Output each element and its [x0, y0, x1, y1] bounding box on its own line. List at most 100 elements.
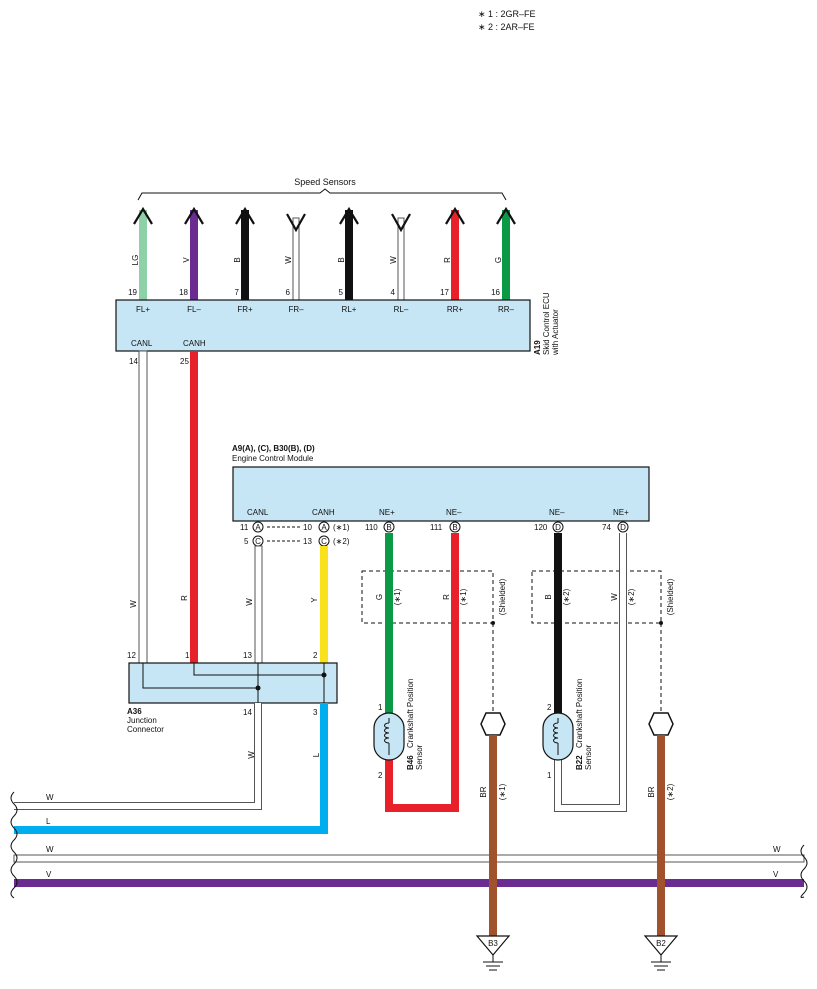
ecm-pin-120: 120 — [534, 523, 548, 532]
junction-connector-box — [128, 662, 338, 704]
ecm-pin-111: 111 — [430, 523, 443, 532]
speed-wire-color-label: B — [233, 257, 242, 262]
skid-control-ecu-box — [115, 299, 531, 352]
skid-ecu-canl-pin: 14 — [129, 357, 138, 366]
wire-label-b-note: (∗2) — [562, 588, 571, 605]
junction-pin-1: 1 — [185, 651, 190, 660]
ground-b2-triangle — [643, 935, 679, 956]
ecm-conn-b-ne1m — [449, 521, 461, 533]
speed-pin-terminal: FR+ — [237, 305, 253, 314]
speed-pin-number: 7 — [235, 288, 240, 297]
ground-b3-label: B3 — [488, 939, 498, 948]
speed-pin-number: 18 — [179, 288, 188, 297]
ecm-term-canh: CANH — [312, 508, 335, 517]
b46-coil-icon — [384, 718, 390, 755]
ecm-name: Engine Control Module — [232, 454, 314, 463]
ecm-conn-c-canh-letter: C — [321, 537, 327, 546]
ground-b2-label: B2 — [656, 939, 666, 948]
ecm-note-2: (∗2) — [333, 537, 350, 546]
speed-pin-terminal: RL+ — [342, 305, 357, 314]
ecm-term-ne2-minus: NE– — [549, 508, 565, 517]
junction-id: A36 — [127, 707, 142, 716]
can-wire-r-skid — [190, 351, 198, 665]
note-2gr-fe: ∗ 1 : 2GR–FE — [478, 9, 536, 19]
wire-label-br2-note: (∗2) — [666, 783, 675, 800]
bus-label-w-mid-right: W — [773, 845, 781, 854]
speed-sensor-wire-rr-plus — [445, 206, 465, 300]
speed-pin-terminal: RR– — [498, 305, 515, 314]
can-wire-w-ecm — [254, 545, 263, 665]
speed-sensor-wires — [133, 206, 516, 301]
skid-ecu-label-group: A19 Skid Control ECU with Actuator — [533, 292, 560, 356]
junction-pin-13: 13 — [243, 651, 252, 660]
ecm-term-canl: CANL — [247, 508, 269, 517]
ground-wire-br-1 — [489, 735, 497, 936]
ground-wire-br-2 — [657, 735, 665, 936]
wire-label-br2: BR — [647, 786, 656, 797]
right-break-mark — [800, 844, 808, 898]
ground-b3-triangle — [475, 935, 511, 956]
junction-pin-14: 14 — [243, 708, 252, 717]
ecm-pin-13: 13 — [303, 537, 312, 546]
ecm-note-1: (∗1) — [333, 523, 350, 532]
speed-pin-terminal: RL– — [394, 305, 409, 314]
wire-label-r1: R — [180, 595, 189, 601]
junction-canh-bus — [193, 663, 325, 676]
b22-pin-top: 2 — [547, 703, 552, 712]
ecm-conn-d-ne2m — [552, 521, 564, 533]
speed-wire-color-label: V — [182, 257, 191, 263]
ecm-conn-d-ne2p-letter: D — [620, 523, 626, 532]
wire-label-l: L — [312, 752, 321, 757]
speed-sensor-wire-fl-plus — [133, 206, 153, 300]
b46-sensor-body — [373, 712, 405, 761]
bus-label-w-mid-left: W — [46, 845, 54, 854]
speed-pin-number: 5 — [339, 288, 344, 297]
speed-pin-number: 16 — [491, 288, 500, 297]
b46-pin-bottom: 2 — [378, 771, 383, 780]
skid-ecu-canh-label: CANH — [183, 339, 206, 348]
junction-name: Junction — [127, 716, 157, 725]
shield-1-label: (Shielded) — [498, 578, 507, 615]
speed-wire-color-label: R — [443, 257, 452, 263]
wire-label-w3-note: (∗2) — [627, 588, 636, 605]
speed-sensor-wire-rr-minus — [496, 206, 516, 300]
ecm-conn-b-ne1m-letter: B — [452, 523, 457, 532]
b22-coil-icon — [553, 718, 559, 755]
wire-label-br1-note: (∗1) — [498, 783, 507, 800]
wire-label-y: Y — [310, 597, 319, 603]
ecm-term-ne1-plus: NE+ — [379, 508, 395, 517]
ecm-conn-d-ne2p — [617, 521, 629, 533]
ecm-pin-5: 5 — [244, 537, 249, 546]
speed-pin-terminal: FR– — [288, 305, 304, 314]
bus-wire-w-mid — [13, 854, 805, 863]
b46-name: Crankshaft Position — [406, 679, 415, 748]
ecm-term-ne1-minus: NE– — [446, 508, 462, 517]
wire-label-w1: W — [129, 600, 138, 608]
bus-wire-v — [14, 879, 804, 887]
speed-sensor-wire-fr-plus — [235, 206, 255, 300]
sensor-wire-w3 — [555, 533, 626, 811]
ground-terminal-b2 — [648, 712, 674, 736]
speed-sensors-bracket — [137, 188, 507, 201]
junction-canh-node — [321, 672, 327, 678]
wire-label-b: B — [544, 594, 553, 599]
wire-label-g-note: (∗1) — [393, 588, 402, 605]
wire-label-g: G — [375, 594, 384, 600]
junction-pin-12: 12 — [127, 651, 136, 660]
skid-ecu-name: Skid Control ECU — [542, 292, 551, 355]
sensor-wire-r — [385, 533, 459, 812]
wire-label-w3: W — [610, 593, 619, 601]
skid-ecu-id: A19 — [533, 340, 542, 355]
skid-ecu-canh-pin: 25 — [180, 357, 189, 366]
speed-sensor-wire-rl-plus — [339, 206, 359, 300]
bus-label-v-right: V — [773, 870, 779, 879]
bus-label-w-top: W — [46, 793, 54, 802]
junction-subname: Connector — [127, 725, 164, 734]
speed-wire-color-label: B — [337, 257, 346, 262]
ecm-pin-10: 10 — [303, 523, 312, 532]
speed-pin-terminal: RR+ — [447, 305, 464, 314]
engine-control-module-box — [232, 466, 650, 522]
shield-box-2 — [531, 570, 662, 624]
b46-label-group: B46 Crankshaft Position Sensor — [406, 679, 424, 770]
